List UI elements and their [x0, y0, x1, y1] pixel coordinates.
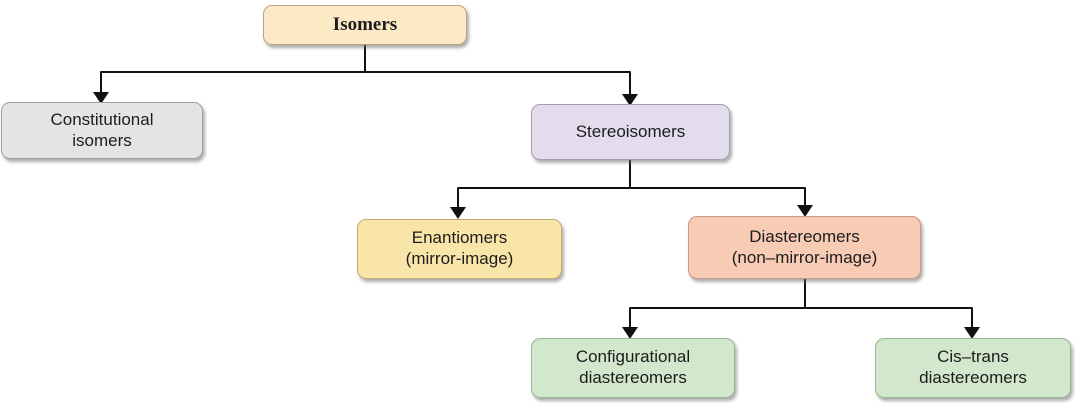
arrowhead-down-icon [622, 327, 638, 339]
edge-diastereomers-children [629, 279, 973, 327]
node-stereoisomers: Stereoisomers [531, 104, 730, 160]
node-diastereomers: Diastereomers (non–mirror-image) [688, 216, 921, 279]
node-diastereomers-label: Diastereomers (non–mirror-image) [731, 226, 878, 267]
node-enantiomers: Enantiomers (mirror-image) [357, 219, 562, 279]
arrowhead-down-icon [964, 327, 980, 339]
arrowhead-down-icon [797, 205, 813, 217]
node-configurational-diastereomers: Configurational diastereomers [531, 338, 735, 398]
node-stereoisomers-label: Stereoisomers [575, 121, 686, 141]
edge-isomers-children [100, 45, 631, 94]
node-cis-trans-diastereomers-label: Cis–trans diastereomers [919, 347, 1027, 387]
node-constitutional-isomers: Constitutional isomers [1, 102, 203, 159]
arrowhead-down-icon [450, 207, 466, 219]
arrowhead-down-icon [622, 94, 638, 106]
node-isomers-label: Isomers [332, 14, 398, 36]
node-configurational-diastereomers-label: Configurational diastereomers [575, 347, 691, 387]
node-constitutional-isomers-label: Constitutional isomers [50, 109, 154, 150]
edge-stereoisomers-children [457, 160, 806, 207]
arrowhead-down-icon [93, 92, 109, 104]
node-cis-trans-diastereomers: Cis–trans diastereomers [875, 338, 1071, 398]
node-isomers: Isomers [263, 5, 467, 45]
node-enantiomers-label: Enantiomers (mirror-image) [405, 228, 514, 268]
